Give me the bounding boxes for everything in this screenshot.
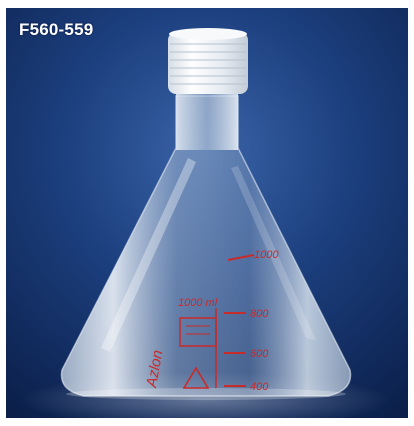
flask-markings: 1000 1000 ml Azlon 800 600 400 [143,249,279,393]
flask-body [60,95,352,397]
graduation-label-1: 800 [250,308,269,320]
screw-cap [168,32,248,94]
upper-mark-label: 1000 [254,249,279,261]
cap-top [169,28,247,40]
brand-label: Azlon [143,349,166,390]
upper-graduation-line [227,254,255,261]
volume-label: 1000 ml [178,297,218,309]
cap-threads [170,43,246,85]
product-code: F560-559 [19,20,94,39]
graduation-label-3: 400 [250,381,269,393]
flask-base-edge [66,388,346,400]
flask-neck [176,86,238,150]
product-photo: 1000 1000 ml Azlon 800 600 400 F560-559 [6,8,408,418]
flask-photo-illustration: 1000 1000 ml Azlon 800 600 400 [6,8,408,418]
recycling-triangle-icon [182,366,210,389]
graduation-label-2: 600 [250,348,269,360]
glass-highlight [101,158,196,352]
glass-highlight-right [231,166,316,340]
